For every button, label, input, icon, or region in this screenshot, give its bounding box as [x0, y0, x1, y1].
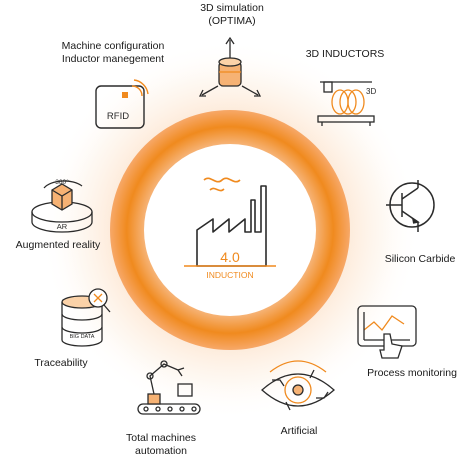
transistor-icon	[386, 180, 435, 232]
label-line: 3D simulation	[200, 2, 264, 14]
big-data-text: BIG DATA	[70, 334, 95, 340]
label-total-machines-automation: Total machines automation	[126, 432, 196, 457]
inductor-3d-text: 3D	[366, 87, 376, 96]
coil-3d-printer-icon	[317, 81, 375, 126]
label-process-monitoring: Process monitoring	[367, 367, 457, 380]
label-line: Artificial	[280, 425, 318, 437]
center-caption: INDUCTION	[206, 270, 253, 280]
label-machine-configuration: Machine configuration Inductor manegemen…	[62, 40, 165, 65]
label-line: Total machines	[125, 432, 197, 444]
label-line: Process monitoring	[367, 367, 457, 379]
robot-arm-icon	[137, 360, 201, 415]
label-line: 3D INDUCTORS	[305, 48, 385, 60]
label-3d-inductors: 3D INDUCTORS	[306, 48, 385, 61]
label-line: Silicon Carbide	[384, 253, 456, 265]
rfid-tag-icon	[95, 79, 149, 129]
label-traceability: Traceability	[34, 357, 87, 370]
label-line: Machine configuration	[61, 40, 165, 52]
rfid-text: RFID	[107, 111, 129, 122]
label-silicon-carbide: Silicon Carbide	[385, 253, 456, 266]
label-line: Inductor manegement	[61, 52, 165, 65]
tablet-chart-icon	[357, 305, 417, 359]
ar-ar-text: AR	[57, 222, 68, 231]
center-version: 4.0	[220, 249, 240, 265]
center-disc	[144, 144, 316, 316]
database-search-icon	[61, 288, 111, 347]
ar-cube-icon	[31, 180, 93, 233]
label-line: (OPTIMA)	[208, 14, 256, 27]
label-line: automation	[135, 444, 187, 457]
ar-360-text: 360°	[55, 178, 69, 186]
label-augmented-reality: Augmented reality	[16, 239, 101, 252]
label-artificial: Artificial	[281, 425, 318, 438]
eye-circuit-icon	[261, 360, 335, 411]
label-line: Augmented reality	[15, 239, 101, 251]
factory-icon	[196, 177, 267, 267]
cube-axes-icon	[198, 36, 262, 97]
label-3d-simulation: 3D simulation (OPTIMA)	[200, 2, 264, 27]
label-line: Traceability	[34, 357, 88, 369]
